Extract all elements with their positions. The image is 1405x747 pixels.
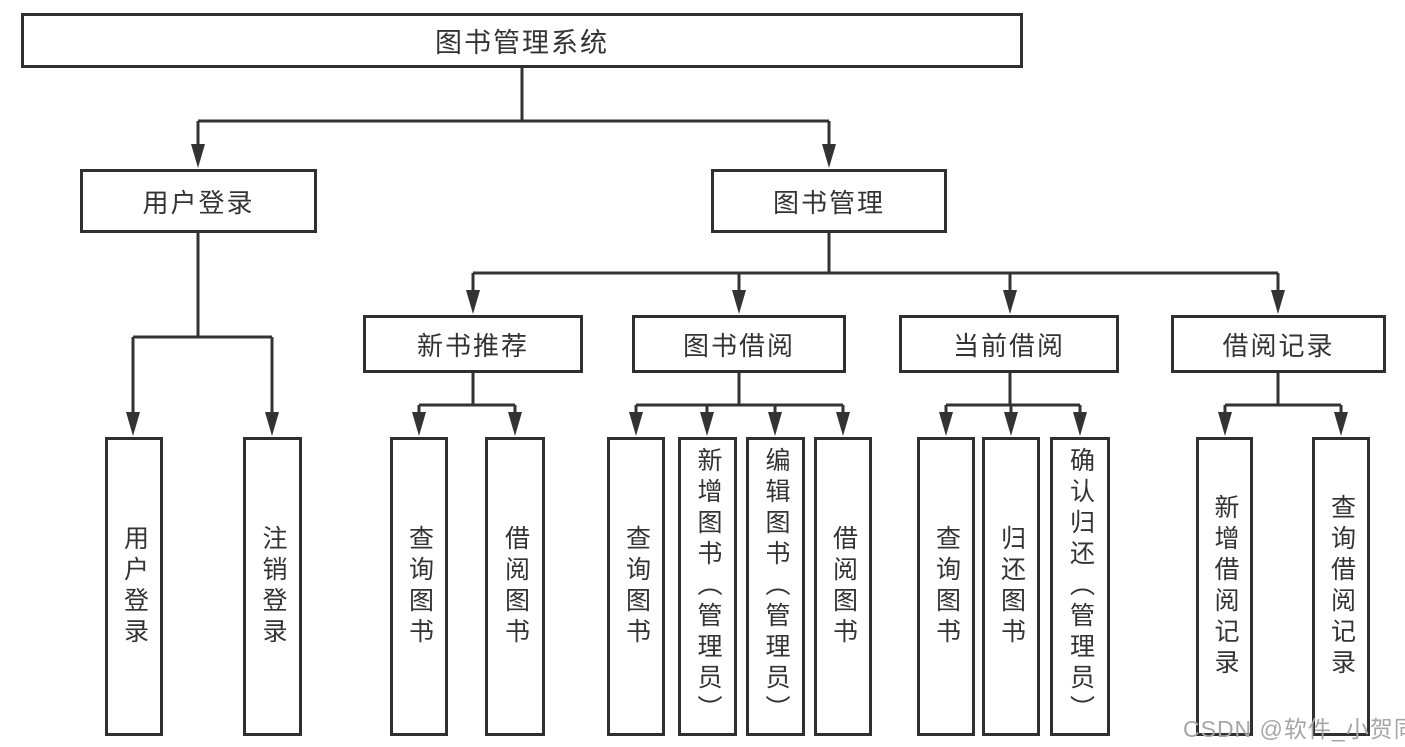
node-current-borrowing: 当前借阅 bbox=[899, 315, 1119, 373]
csdn-watermark: CSDN @软件_小贺同学 bbox=[1183, 716, 1405, 742]
node-user-login: 用户登录 bbox=[80, 169, 317, 233]
node-new-book-recommendation: 新书推荐 bbox=[363, 315, 583, 373]
leaf-confirm-return-admin: 确认归还（管理员） bbox=[1050, 437, 1110, 736]
leaf-query-borrow-record: 查询借阅记录 bbox=[1312, 437, 1370, 736]
node-book-borrowing: 图书借阅 bbox=[632, 315, 846, 373]
leaf-logout: 注销登录 bbox=[243, 437, 302, 736]
leaf-query-book-recommend: 查询图书 bbox=[390, 437, 448, 736]
node-library-management-system: 图书管理系统 bbox=[21, 13, 1023, 68]
leaf-query-book-current: 查询图书 bbox=[917, 437, 975, 736]
node-borrowing-records: 借阅记录 bbox=[1171, 315, 1386, 373]
leaf-user-login: 用户登录 bbox=[105, 437, 163, 736]
node-book-management: 图书管理 bbox=[711, 169, 947, 233]
leaf-return-book: 归还图书 bbox=[982, 437, 1040, 736]
arrowhead-icons bbox=[126, 144, 1348, 436]
leaf-edit-book-admin: 编辑图书（管理员） bbox=[746, 437, 805, 736]
leaf-query-book-borrowing: 查询图书 bbox=[607, 437, 665, 736]
leaf-borrow-book: 借阅图书 bbox=[814, 437, 872, 736]
leaf-borrow-book-recommend: 借阅图书 bbox=[485, 437, 545, 736]
leaf-add-book-admin: 新增图书（管理员） bbox=[678, 437, 737, 736]
leaf-add-borrow-record: 新增借阅记录 bbox=[1196, 437, 1253, 736]
